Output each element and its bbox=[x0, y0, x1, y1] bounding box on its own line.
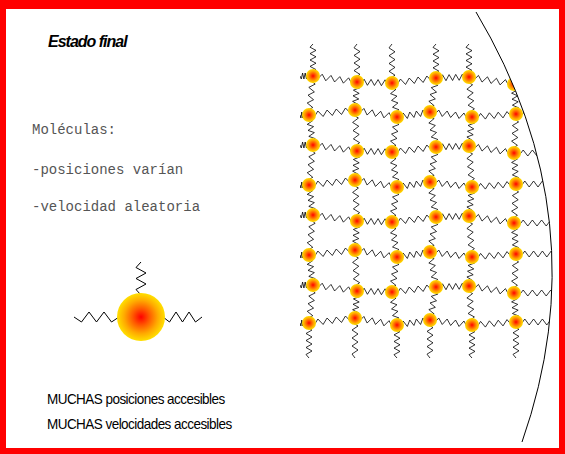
slide-title: Estado final bbox=[48, 33, 127, 51]
molecule-ball bbox=[390, 318, 404, 332]
molecule-ball bbox=[507, 286, 521, 300]
molecule-ball bbox=[348, 311, 362, 325]
molecule-ball bbox=[465, 250, 479, 264]
molecule-ball bbox=[507, 77, 521, 91]
molecule-ball bbox=[350, 144, 364, 158]
molecule-ball bbox=[385, 285, 399, 299]
molecule-ball bbox=[350, 214, 364, 228]
molecule-ball bbox=[385, 76, 399, 90]
molecule-ball bbox=[348, 103, 362, 117]
molecule-ball bbox=[462, 279, 476, 293]
molecule-ball bbox=[462, 70, 476, 84]
molecule-ball bbox=[117, 293, 165, 341]
molecule-ball bbox=[385, 215, 399, 229]
molecule-ball bbox=[465, 318, 479, 332]
molecule-ball bbox=[306, 69, 320, 83]
molecule-ball bbox=[306, 138, 320, 152]
note-text: MUCHAS posiciones accesibles bbox=[47, 390, 225, 407]
molecule-ball bbox=[348, 243, 362, 257]
molecule-ball bbox=[462, 139, 476, 153]
molecule-ball bbox=[509, 107, 523, 121]
molecule-ball bbox=[302, 108, 316, 122]
molecule-ball bbox=[423, 175, 437, 189]
molecule-ball bbox=[423, 313, 437, 327]
spring-symbol bbox=[514, 81, 560, 87]
molecule-ball bbox=[390, 110, 404, 124]
molecule-ball bbox=[429, 140, 443, 154]
molecule-ball bbox=[390, 180, 404, 194]
molecule-ball bbox=[507, 216, 521, 230]
molecule-ball bbox=[350, 75, 364, 89]
boundary-arc bbox=[476, 12, 552, 442]
molecule-ball bbox=[306, 278, 320, 292]
molecule-ball bbox=[423, 105, 437, 119]
molecule-ball bbox=[462, 209, 476, 223]
molecule-ball bbox=[350, 284, 364, 298]
molecule-ball bbox=[429, 71, 443, 85]
note-text: -velocidad aleatoria bbox=[32, 199, 200, 215]
molecule-ball bbox=[348, 173, 362, 187]
molecule-ball bbox=[429, 210, 443, 224]
molecule-ball bbox=[302, 248, 316, 262]
molecule-ball bbox=[429, 280, 443, 294]
molecule-ball bbox=[465, 110, 479, 124]
spring-symbol bbox=[511, 44, 517, 84]
note-text: -posiciones varían bbox=[32, 162, 183, 178]
molecule-ball bbox=[385, 145, 399, 159]
spring-symbol bbox=[136, 262, 146, 295]
molecule-ball bbox=[509, 247, 523, 261]
note-text: Moléculas: bbox=[32, 122, 116, 138]
note-text: MUCHAS velocidades accesibles bbox=[47, 415, 232, 432]
molecule-ball bbox=[423, 245, 437, 259]
molecule-ball bbox=[509, 315, 523, 329]
molecule-ball bbox=[509, 177, 523, 191]
spring-symbol bbox=[74, 312, 119, 322]
molecule-ball bbox=[306, 208, 320, 222]
molecule-ball bbox=[465, 180, 479, 194]
molecule-ball bbox=[390, 250, 404, 264]
molecule-ball bbox=[302, 316, 316, 330]
spring-symbol bbox=[163, 312, 202, 322]
molecule-ball bbox=[302, 178, 316, 192]
molecule-ball bbox=[507, 146, 521, 160]
